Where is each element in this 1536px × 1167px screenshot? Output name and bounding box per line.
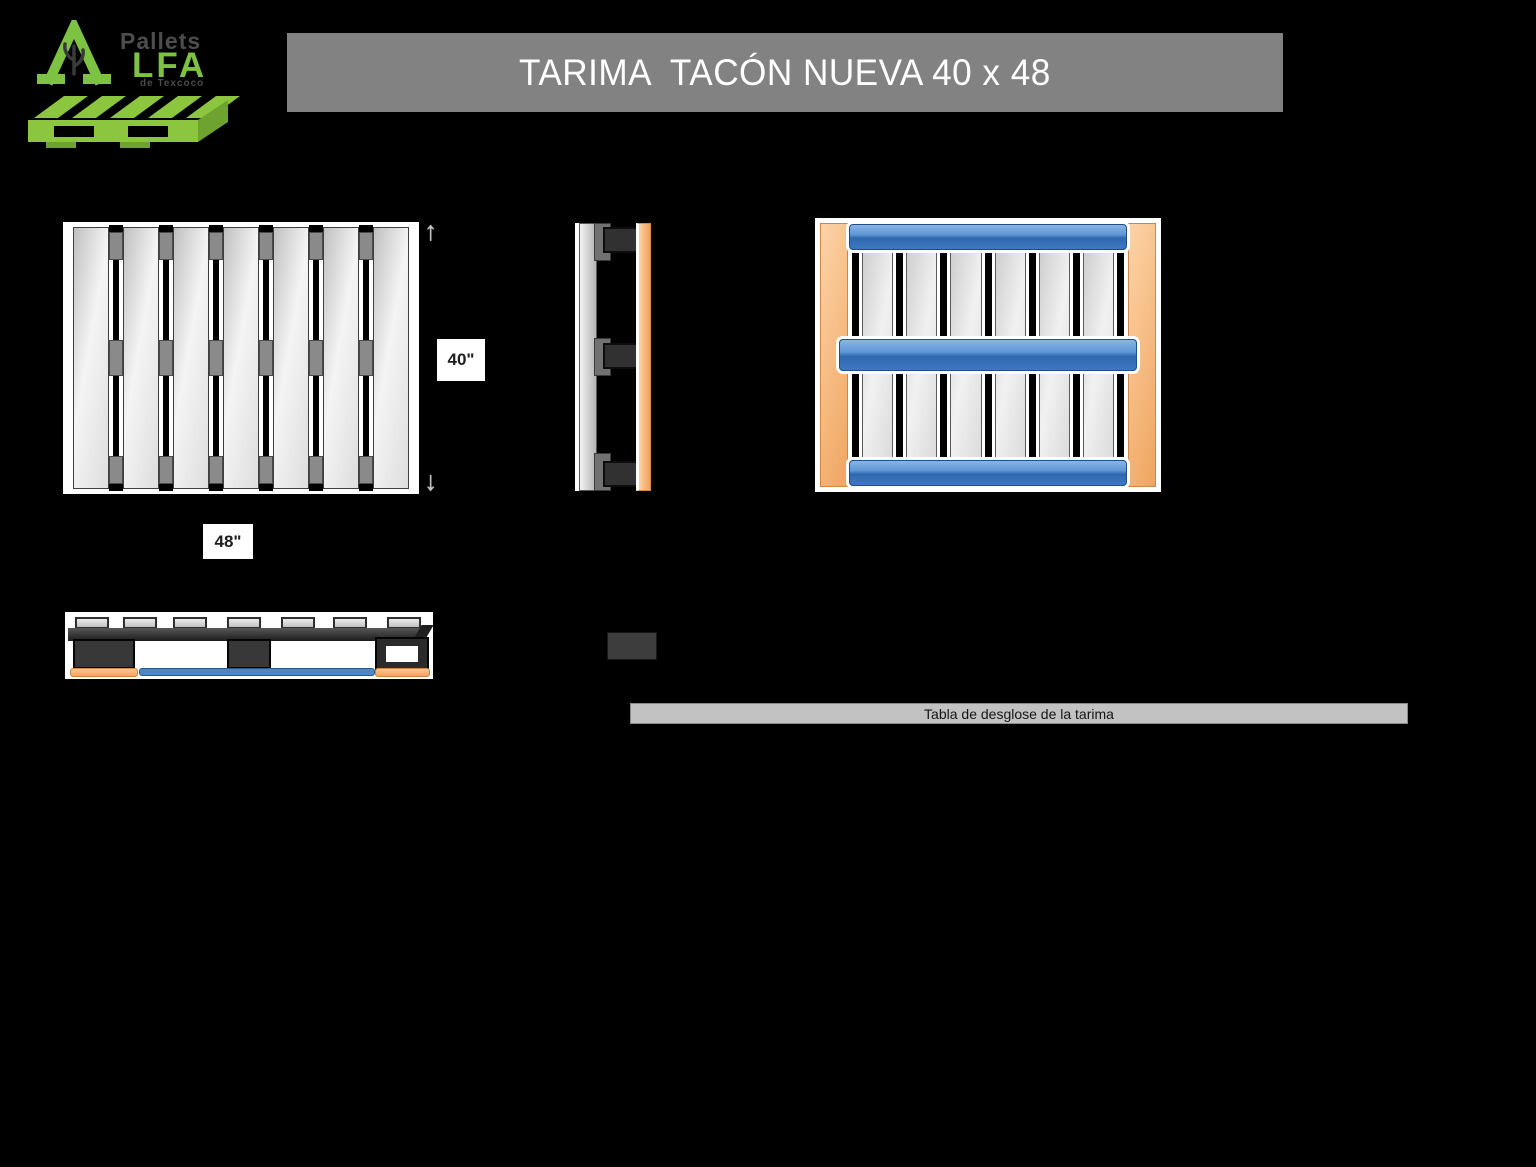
deck-board: [73, 227, 110, 489]
deck-board: [372, 227, 409, 489]
stringer-gap: [309, 225, 323, 491]
pallet-illustration-icon: [28, 96, 240, 148]
company-logo: Pallets LFA de Texcoco: [28, 4, 242, 166]
length-dimension-label: 48": [203, 524, 253, 559]
top-view-boards: [73, 225, 409, 491]
pallet-elevation-view: [65, 612, 434, 679]
block: [159, 232, 173, 260]
block: [309, 232, 323, 260]
deck-board: [272, 227, 310, 489]
bottom-board-orange: [375, 668, 430, 677]
block: [309, 456, 323, 484]
stringer-gap: [259, 225, 273, 491]
pallet-bottom-view: [815, 218, 1161, 492]
block: [227, 639, 271, 669]
block: [309, 340, 323, 376]
bottom-board-blue: [139, 668, 375, 676]
brand-name-top: Pallets: [120, 28, 202, 54]
block: [159, 340, 173, 376]
block: [603, 461, 639, 487]
block: [359, 340, 373, 376]
pallet-top-view: [63, 222, 419, 494]
block: [603, 343, 639, 369]
block: [359, 232, 373, 260]
block: [603, 227, 639, 253]
table-header-bar: Tabla de desglose de la tarima: [630, 703, 1408, 724]
board-edge: [575, 223, 579, 491]
page-title: TARIMA TACÓN NUEVA 40 x 48: [519, 51, 1051, 93]
up-arrow-icon: ↑: [424, 216, 438, 246]
brand-tagline: de Texcoco: [140, 78, 205, 89]
stringer-gap: [359, 225, 373, 491]
bottom-board-edge: [636, 223, 651, 491]
block: [259, 340, 273, 376]
block: [159, 456, 173, 484]
deck-board: [172, 227, 210, 489]
bottom-board-blue: [839, 339, 1137, 371]
deck-board: [222, 227, 260, 489]
stringer-gap: [209, 225, 223, 491]
block: [109, 340, 123, 376]
down-arrow-icon: ↓: [424, 466, 438, 496]
width-dimension-label: 40": [437, 339, 485, 381]
block: [73, 639, 135, 669]
stringer-gap: [109, 225, 123, 491]
bottom-board-blue: [849, 460, 1127, 486]
deck-board: [322, 227, 360, 489]
deck-board: [122, 227, 160, 489]
bottom-board-orange: [70, 668, 138, 677]
block: [109, 232, 123, 260]
alfa-tree-icon: [37, 20, 111, 86]
block: [209, 340, 223, 376]
block: [259, 456, 273, 484]
stringer-gap: [159, 225, 173, 491]
bottom-board-blue: [849, 224, 1127, 250]
block: [209, 232, 223, 260]
block: [109, 456, 123, 484]
title-banner: TARIMA TACÓN NUEVA 40 x 48: [287, 33, 1283, 112]
block-hollow: [375, 637, 429, 671]
block-hole: [386, 646, 418, 662]
brand-name-main: LFA: [132, 46, 208, 85]
block: [359, 456, 373, 484]
bottom-view-boards: [839, 223, 1137, 487]
table-header-label: Tabla de desglose de la tarima: [924, 705, 1114, 722]
block-color-swatch: [607, 632, 657, 660]
pallet-side-view: [575, 223, 651, 491]
top-lead-board: [68, 628, 423, 641]
block: [259, 232, 273, 260]
block: [209, 456, 223, 484]
